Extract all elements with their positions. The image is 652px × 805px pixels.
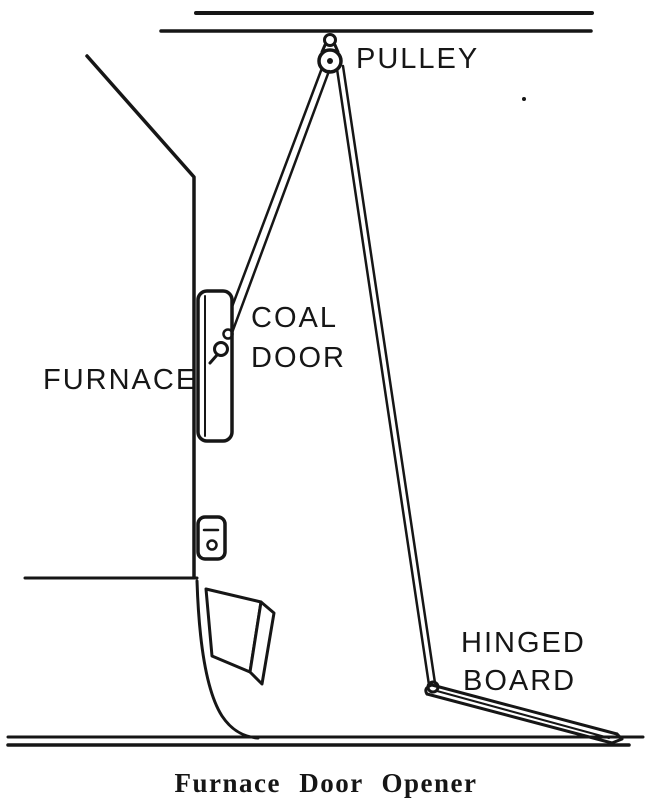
hinged-board-label-line2: BOARD [463,665,576,697]
hinged-board-label-line1: HINGED [461,627,586,659]
door-chain-link [208,353,219,365]
coal-door-label-line2: DOOR [251,342,346,374]
furnace-outline [85,54,196,579]
pulley-wheel [317,48,343,74]
hinged-board-bottom-edge [425,692,614,745]
rope-to-door-inner [224,69,331,351]
hinged-board-end-cap [424,683,434,696]
pulley-hub [327,58,333,64]
rope-to-board-outer [335,67,431,687]
latch-plate [196,515,227,561]
pulley-hook [323,33,337,47]
ash-door-side [248,600,276,686]
hinged-board-inner-line [436,690,610,739]
latch-ring [206,539,218,551]
furnace-label: FURNACE [43,364,197,396]
figure-caption: Furnace Door Opener [175,768,478,798]
pulley-label: PULLEY [356,43,479,75]
rope-to-door-outer [216,66,324,346]
hinged-board-top-edge [430,683,619,736]
door-chain-ring-small [222,328,234,340]
rope-to-board-inner [341,64,437,685]
door-chain-ring-large [213,341,229,357]
coal-door-label-line1: COAL [251,302,338,334]
ink-speck [522,97,526,101]
coal-door [196,289,234,443]
base-skirt-curve [195,579,260,740]
